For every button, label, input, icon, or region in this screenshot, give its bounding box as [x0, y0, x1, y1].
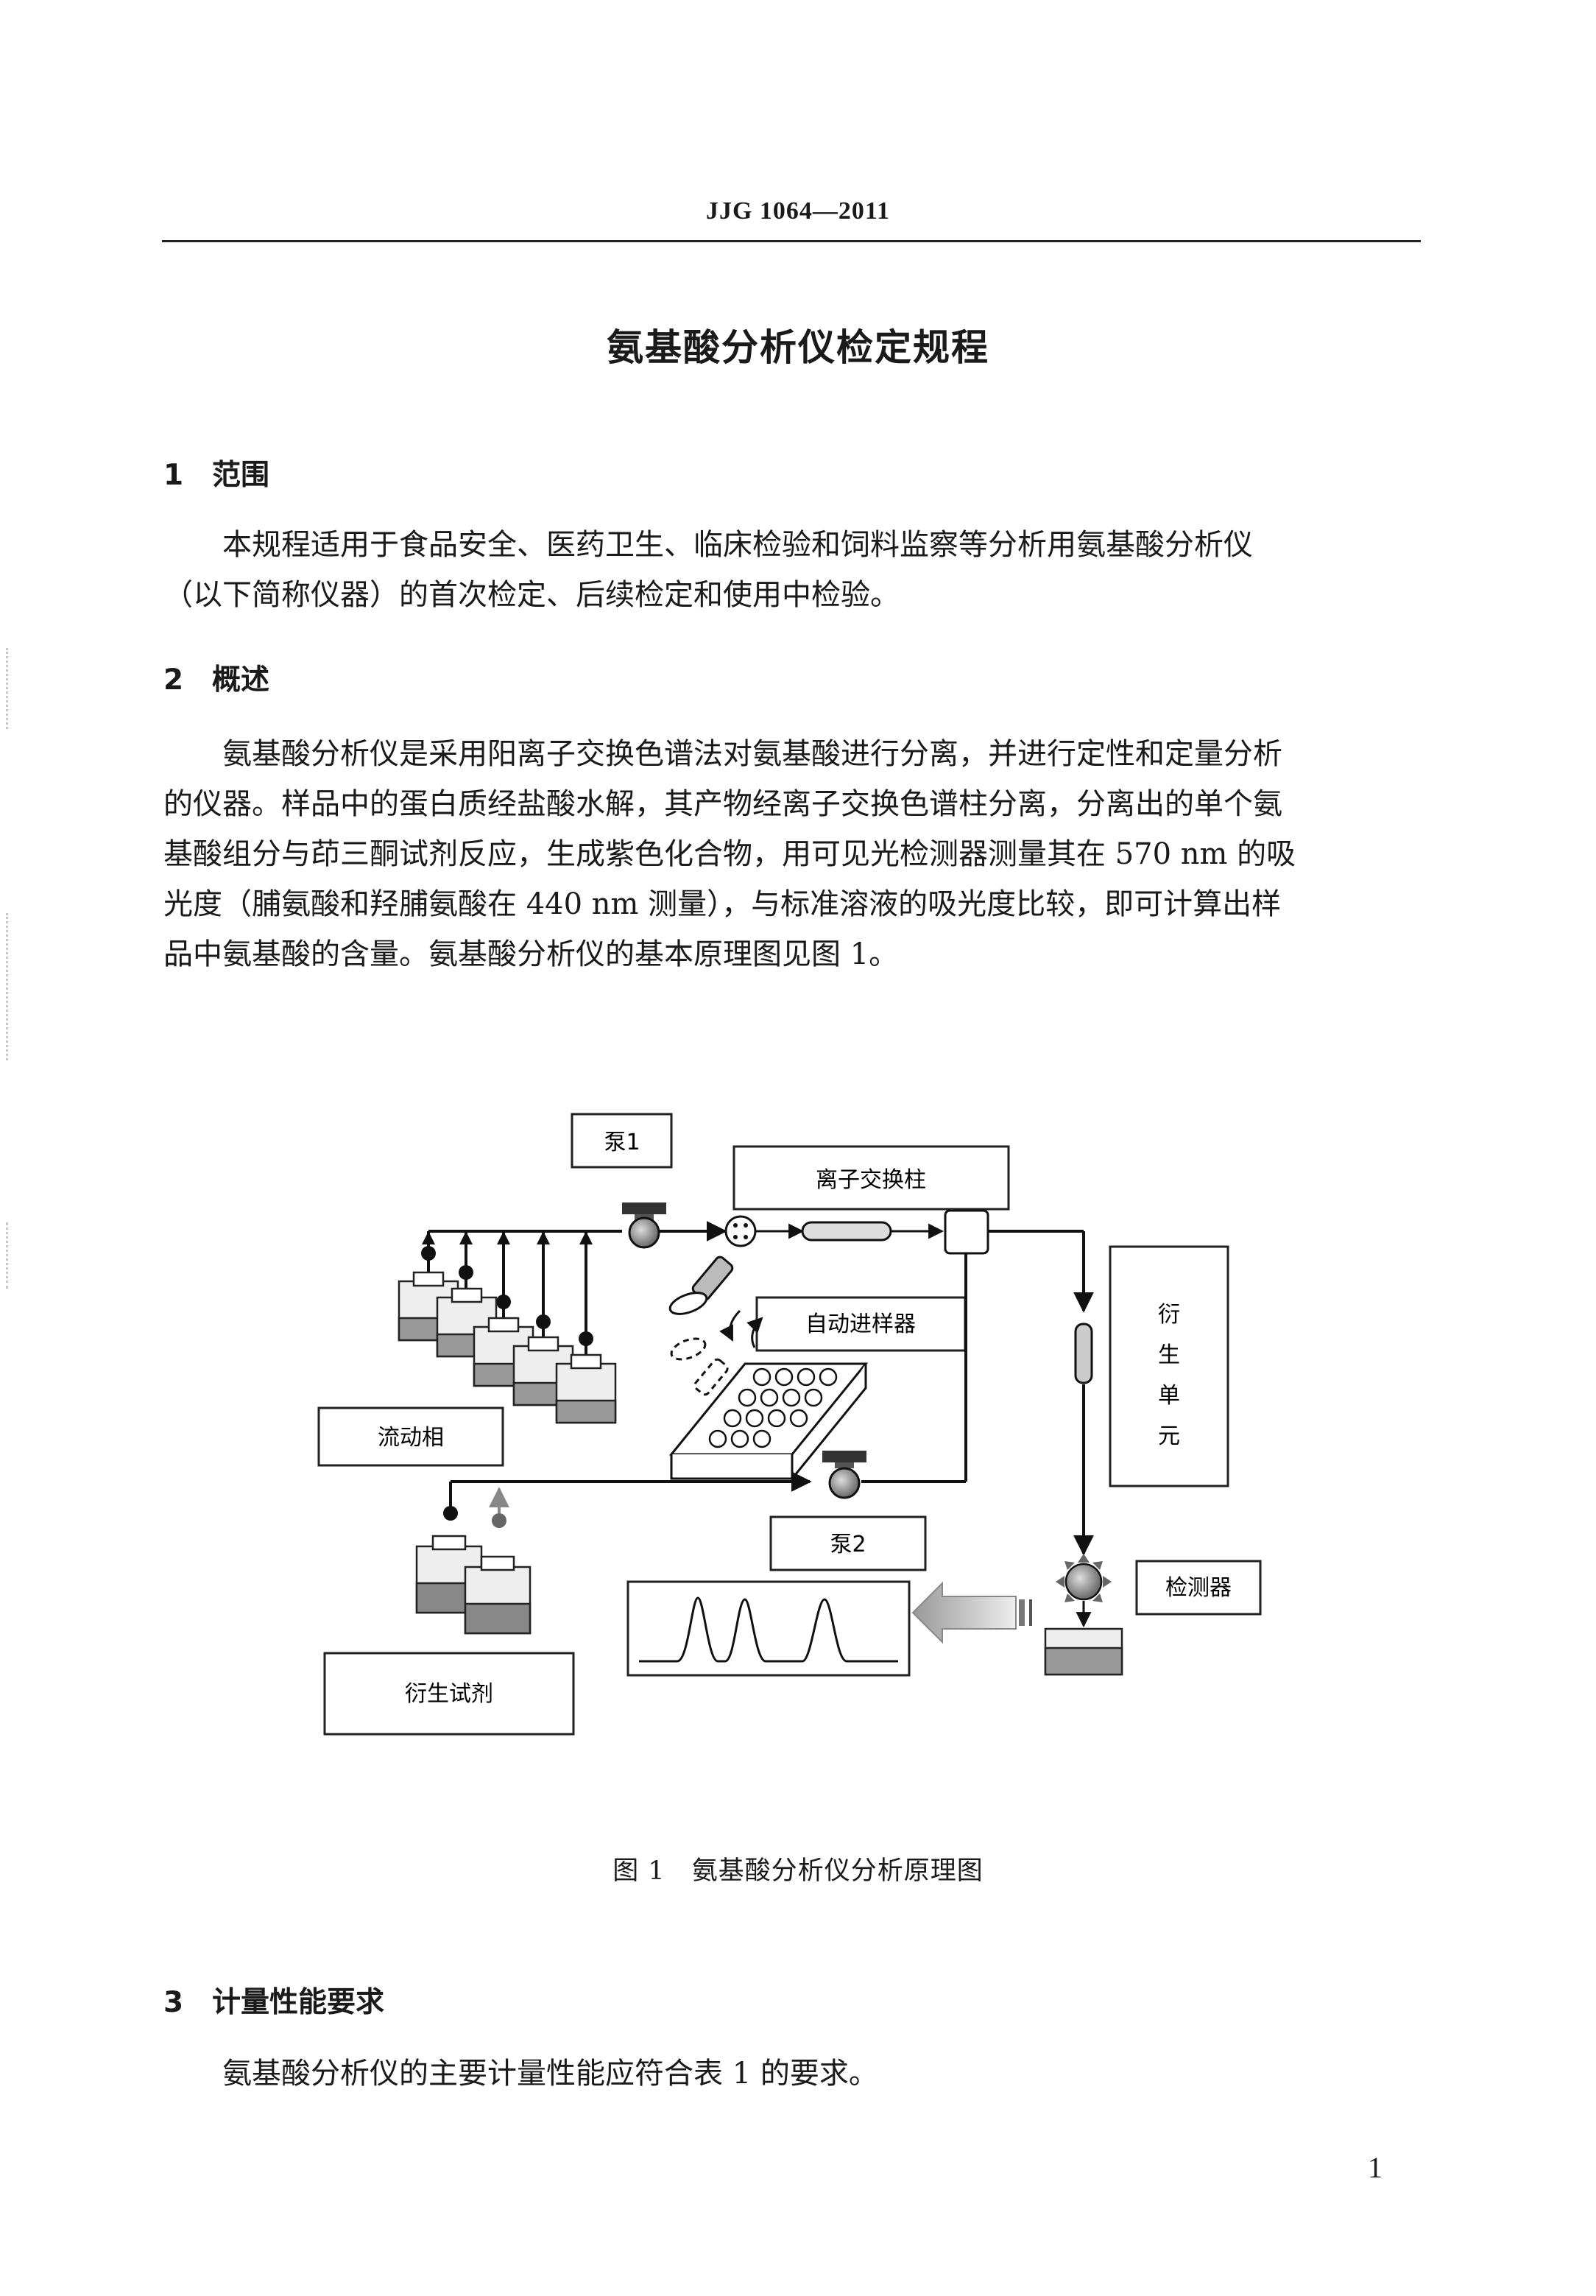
reagent-bottles — [415, 1535, 532, 1635]
pump-1-label: 泵1 — [604, 1130, 640, 1155]
detector-label: 检测器 — [1165, 1575, 1232, 1601]
chromatogram-panel — [626, 1580, 911, 1677]
scan-binding-marks — [6, 648, 11, 729]
derivative-unit-char: 生 — [1158, 1342, 1180, 1368]
figure-1-schematic: 泵1 离子交换柱 衍 生 单 元 自动进样器 流动相 泵2 检测器 衍生试剂 — [317, 1113, 1262, 1736]
section-3-paragraph: 氨基酸分析仪的主要计量性能应符合表 1 的要求。 — [163, 2049, 1424, 2099]
paragraph-line: 本规程适用于食品安全、医药卫生、临床检验和饲料监察等分析用氨基酸分析仪 — [222, 528, 1253, 562]
chromatogram-peaks — [639, 1596, 898, 1663]
section-title: 概述 — [212, 663, 270, 697]
reagent-label: 衍生试剂 — [405, 1681, 493, 1707]
section-2-heading: 2 概述 — [163, 657, 269, 698]
branch-valves — [421, 1246, 593, 1346]
reagent-flow-line — [449, 1471, 966, 1518]
pump-2-icon — [822, 1451, 866, 1499]
injection-valve-icon — [724, 1215, 757, 1247]
mobile-phase-label-box: 流动相 — [317, 1406, 504, 1467]
section-1-heading: 1 范围 — [163, 452, 269, 493]
section-2-paragraph: 氨基酸分析仪是采用阳离子交换色谱法对氨基酸进行分离，并进行定性和定量分析 的仪器… — [163, 729, 1424, 979]
mobile-phase-label: 流动相 — [378, 1425, 444, 1451]
section-number: 3 — [163, 1986, 184, 2019]
ion-exchange-column-label-box: 离子交换柱 — [732, 1145, 1010, 1211]
section-number: 2 — [163, 663, 184, 697]
paragraph-line: 的仪器。样品中的蛋白质经盐酸水解，其产物经离子交换色谱柱分离，分离出的单个氨 — [163, 787, 1282, 821]
paragraph-line: （以下简称仪器）的首次检定、后续检定和使用中检验。 — [163, 578, 900, 612]
waste-beaker-icon — [1044, 1627, 1123, 1676]
paragraph-line: 光度（脯氨酸和羟脯氨酸在 440 nm 测量），与标准溶液的吸光度比较，即可计算… — [163, 887, 1282, 921]
section-1-paragraph: 本规程适用于食品安全、医药卫生、临床检验和饲料监察等分析用氨基酸分析仪 （以下简… — [163, 520, 1424, 620]
mobile-phase-branch-arrows — [422, 1231, 593, 1244]
ion-exchange-column-label: 离子交换柱 — [816, 1167, 926, 1193]
section-number: 1 — [163, 459, 184, 492]
derivative-unit-char: 单 — [1158, 1383, 1180, 1409]
derivative-unit-label-box: 衍 生 单 元 — [1109, 1245, 1229, 1487]
page-number: 1 — [1368, 2151, 1383, 2184]
section-3-heading: 3 计量性能要求 — [163, 1979, 384, 2021]
derivative-unit-char: 元 — [1158, 1423, 1180, 1449]
reagent-valve — [443, 1506, 458, 1521]
header-rule — [162, 240, 1421, 242]
paragraph-line: 基酸组分与茚三酮试剂反应，生成紫色化合物，用可见光检测器测量其在 570 nm … — [163, 837, 1296, 871]
needle-motion-icon — [670, 1337, 729, 1396]
pump-2-label-box: 泵2 — [769, 1515, 927, 1571]
post-column-flow-line — [964, 1230, 1094, 1556]
detector-icon — [1056, 1554, 1112, 1628]
section-title: 范围 — [212, 459, 270, 492]
derivative-unit-char: 衍 — [1158, 1302, 1180, 1328]
figure-caption: 图 1 氨基酸分析仪分析原理图 — [612, 1856, 984, 1886]
reagent-valve — [492, 1513, 506, 1528]
mobile-phase-bottles — [398, 1271, 617, 1424]
output-arrow-icon — [911, 1581, 1032, 1644]
autosampler-tray-icon — [668, 1362, 869, 1480]
paragraph-line: 氨基酸分析仪的主要计量性能应符合表 1 的要求。 — [222, 2057, 878, 2091]
pump-1-icon — [622, 1202, 666, 1249]
autosampler-label-box: 自动进样器 — [755, 1296, 967, 1352]
autosampler-label: 自动进样器 — [805, 1311, 916, 1337]
pump-2-label: 泵2 — [830, 1532, 866, 1557]
page-header-code: JJG 1064—2011 — [705, 197, 891, 225]
pump-1-label-box: 泵1 — [571, 1113, 673, 1169]
scan-binding-marks — [6, 1222, 11, 1289]
reagent-label-box: 衍生试剂 — [323, 1652, 575, 1736]
reaction-coil-icon — [1074, 1323, 1093, 1384]
sample-needle-icon — [668, 1256, 734, 1315]
paragraph-line: 品中氨基酸的含量。氨基酸分析仪的基本原理图见图 1。 — [163, 937, 899, 971]
detector-label-box: 检测器 — [1135, 1560, 1262, 1616]
paragraph-line: 氨基酸分析仪是采用阳离子交换色谱法对氨基酸进行分离，并进行定性和定量分析 — [222, 737, 1282, 771]
scan-binding-marks — [6, 913, 11, 1060]
ion-exchange-column-icon — [755, 1209, 989, 1255]
needle-motion-arrows — [719, 1309, 763, 1348]
section-title: 计量性能要求 — [212, 1986, 385, 2019]
document-title: 氨基酸分析仪检定规程 — [607, 326, 989, 369]
